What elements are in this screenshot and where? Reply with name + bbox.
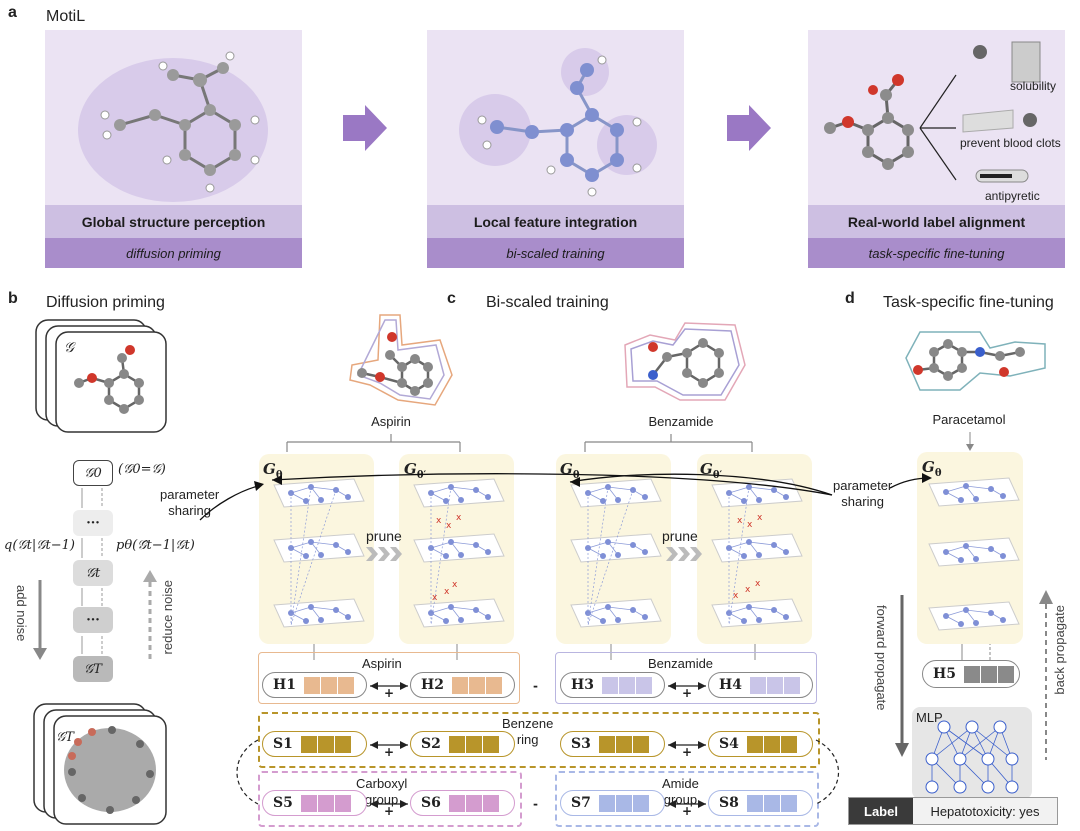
paracetamol-arrow-icon (966, 432, 974, 451)
h4-embedding: H4 (708, 672, 813, 698)
benzamide-label: Benzamide (648, 414, 714, 429)
stage-3-main-label: Real-world label alignment (808, 205, 1065, 238)
graph-T-symbol: 𝒢T (56, 730, 74, 745)
label-key: Label (849, 798, 913, 824)
panel-d-letter: d (845, 290, 855, 307)
benzamide-h-box-label: Benzamide (648, 656, 714, 671)
network-g-theta-aspirin (259, 454, 374, 644)
s5-embedding: S5 (262, 790, 367, 816)
prune-chevrons-icon-2 (666, 547, 702, 561)
ellipsis-node-1: ··· (73, 510, 113, 536)
network-g-theta-prime-benzamide (697, 454, 812, 644)
reduce-noise-label: reduce noise (160, 580, 175, 655)
h3-embedding: H3 (560, 672, 665, 698)
parameter-sharing-right: parameter sharing (833, 478, 893, 509)
h5-embedding: H5 (922, 660, 1020, 688)
aspirin-properties-illustration (824, 41, 1041, 183)
mlp-label: MLP (916, 710, 943, 725)
network-g-theta-prime-aspirin (399, 454, 514, 644)
stage-3-sub-label: task-specific fine-tuning (808, 238, 1065, 268)
network-g-theta-benzamide (556, 454, 671, 644)
s2-embedding: S2 (410, 731, 515, 757)
g-theta-prime-label-2: Gθ′ (700, 460, 723, 481)
property-antipyretic: antipyretic (985, 189, 1040, 203)
q-expression: q(𝒢t|𝒢t−1) (4, 538, 75, 553)
s7-embedding: S7 (560, 790, 665, 816)
g-theta-prime-label-1: Gθ′ (404, 460, 427, 481)
h1-embedding: H1 (262, 672, 367, 698)
h2-embedding: H2 (410, 672, 515, 698)
panel-a-title: MotiL (46, 8, 86, 25)
panel-d-title: Task-specific fine-tuning (883, 294, 1054, 311)
split-connectors (286, 434, 753, 452)
s6-embedding: S6 (410, 790, 515, 816)
s1-embedding: S1 (262, 731, 367, 757)
g0-note: (𝒢0=𝒢) (118, 462, 166, 477)
g-theta-label-2: Gθ (560, 460, 580, 481)
g-theta-label-paracetamol: Gθ (922, 458, 942, 479)
stage-2-main-label: Local feature integration (427, 205, 684, 238)
graph-stack-illustration (35, 319, 167, 433)
prune-chevrons-icon-1 (366, 547, 402, 561)
stage-1-illustration (45, 30, 302, 205)
label-bar: Label Hepatotoxicity: yes (848, 797, 1058, 825)
g0-node: 𝒢0 (73, 460, 113, 486)
back-propagate-label: back propagate (1052, 605, 1067, 695)
aspirin-h-box-label: Aspirin (362, 656, 402, 671)
stage-3-illustration (808, 30, 1065, 205)
aspirin-molecule-illustration (349, 314, 453, 406)
s3-embedding: S3 (560, 731, 665, 757)
amide-group-label: Amide group (662, 776, 699, 807)
benzene-ring-label: Benzene ring (502, 716, 554, 747)
panel-b-letter: b (8, 290, 18, 307)
network-g-theta-paracetamol (917, 452, 1023, 644)
label-value: Hepatotoxicity: yes (913, 798, 1057, 824)
mlp-network-illustration (925, 720, 1019, 794)
ellipsis-node-2: ··· (73, 607, 113, 633)
svg-text:-: - (533, 797, 538, 811)
molecule-global-illustration (78, 51, 268, 202)
stage-1-sub-label: diffusion priming (45, 238, 302, 268)
p-expression: pθ(𝒢̂t−1|𝒢t) (116, 538, 195, 553)
panel-c-letter: c (447, 290, 456, 307)
back-propagate-arrow-icon (1039, 590, 1053, 760)
prune-label-2: prune (662, 528, 698, 544)
forward-propagate-arrow-icon (895, 595, 909, 757)
carboxyl-group-box (258, 771, 522, 827)
mlp-box (912, 707, 1032, 799)
diffusion-arrows-icon (81, 488, 103, 654)
s4-embedding: S4 (708, 731, 813, 757)
property-solubility: solubility (1010, 79, 1057, 93)
aspirin-label: Aspirin (371, 414, 411, 429)
stage-2-illustration (427, 30, 684, 205)
add-noise-arrow-icon (33, 580, 47, 660)
gt-node: 𝒢t (73, 560, 113, 586)
molecule-local-illustration (459, 48, 657, 197)
graph-symbol: 𝒢 (64, 340, 74, 356)
stage-arrow-2-icon (727, 105, 771, 151)
forward-propagate-label: forward propagate (874, 605, 889, 711)
svg-text:-: - (533, 679, 538, 693)
add-noise-label: add noise (14, 585, 29, 642)
prune-label-1: prune (366, 528, 402, 544)
s8-embedding: S8 (708, 790, 813, 816)
g-theta-label-1: Gθ (263, 460, 283, 481)
parameter-sharing-left: parameter sharing (160, 487, 220, 518)
paracetamol-label: Paracetamol (932, 412, 1006, 427)
gT-node: 𝒢T (73, 656, 113, 682)
panel-c-title: Bi-scaled training (486, 294, 609, 311)
panel-a-letter: a (8, 4, 17, 21)
stage-1-main-label: Global structure perception (45, 205, 302, 238)
property-blood-clots: prevent blood clots (960, 136, 1061, 150)
aspirin-h-box (258, 652, 520, 704)
benzamide-h-box (555, 652, 817, 704)
stage-arrow-1-icon (343, 105, 387, 151)
noisy-graph-stack-illustration (33, 703, 167, 825)
stage-2-sub-label: bi-scaled training (427, 238, 684, 268)
panel-b-title: Diffusion priming (46, 294, 165, 311)
paracetamol-molecule-illustration (905, 331, 1046, 391)
reduce-noise-arrow-icon (143, 570, 157, 660)
benzamide-molecule-illustration (624, 322, 746, 401)
